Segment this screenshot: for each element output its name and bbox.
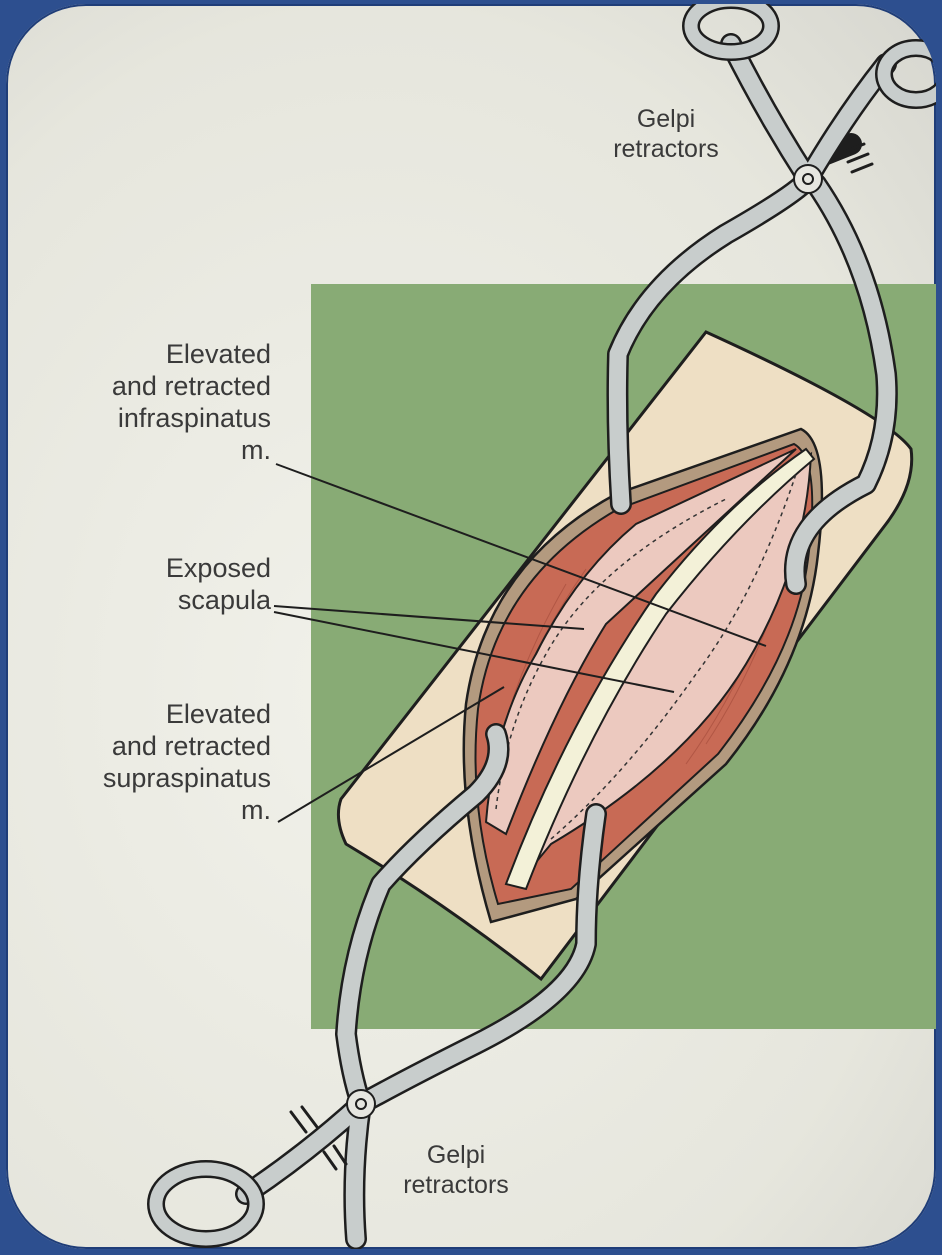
label-infraspinatus: Elevated and retracted infraspinatus m. [46, 338, 271, 466]
label-exposed-scapula: Exposed scapula [66, 552, 271, 616]
label-gelpi-retractors-bottom: Gelpi retractors [371, 1140, 541, 1200]
anatomy-illustration [6, 4, 936, 1249]
label-supraspinatus: Elevated and retracted supraspinatus m. [36, 698, 271, 826]
label-gelpi-retractors-top: Gelpi retractors [581, 104, 751, 164]
figure-frame: Gelpi retractors Elevated and retracted … [6, 4, 936, 1249]
